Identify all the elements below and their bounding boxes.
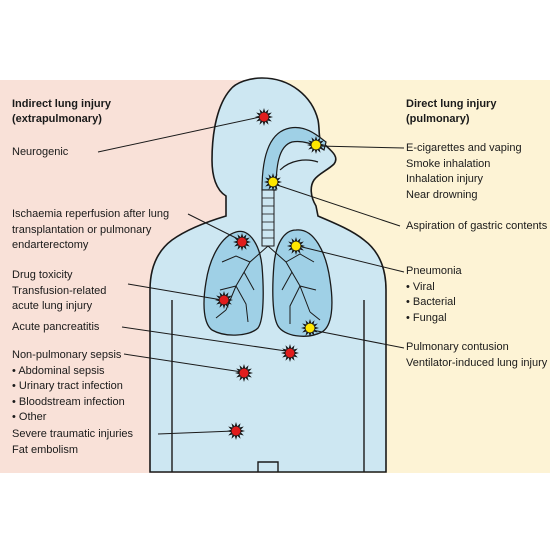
sepsis-label: Non-pulmonary sepsis Abdominal sepsis Ur… [12, 348, 125, 426]
injury-markers [215, 108, 325, 440]
contusion-line-1: Pulmonary contusion [406, 341, 509, 353]
trauma-label: Severe traumatic injuries Fat embolism [12, 427, 133, 458]
sepsis-item: Bloodstream infection [12, 395, 125, 411]
neurogenic-label: Neurogenic [12, 146, 69, 158]
ischaemia-line-1: Ischaemia reperfusion after lung [12, 208, 170, 220]
pneumonia-item: Fungal [406, 311, 462, 327]
sepsis-item: Other [12, 410, 125, 426]
injury-marker-aspiration [268, 177, 278, 187]
direct-title: Direct lung injury [406, 98, 497, 110]
drug-line-3: acute lung injury [12, 300, 93, 312]
injury-marker-contusion [305, 323, 315, 333]
right-lung [272, 229, 333, 337]
left-lung [203, 230, 264, 336]
sepsis-item: Abdominal sepsis [12, 364, 125, 380]
injury-marker-pneumonia [291, 241, 301, 251]
indirect-title: Indirect lung injury [12, 98, 112, 110]
ischaemia-line-2: transplantation or pulmonary [12, 223, 152, 236]
pneumonia-label: Pneumonia Viral Bacterial Fungal [406, 264, 462, 326]
ischaemia-label: Ischaemia reperfusion after lung transpl… [12, 207, 169, 254]
injury-marker-inhalation [311, 140, 321, 150]
trachea-rings [262, 197, 274, 239]
oral-airway [279, 159, 319, 171]
inhalation-line-4: Near drowning [406, 188, 478, 201]
inhalation-line-1: E-cigarettes and vaping [406, 142, 522, 154]
injury-marker-pancreatitis [285, 348, 295, 358]
injury-marker-drug [219, 295, 229, 305]
inhalation-line-2: Smoke inhalation [406, 157, 491, 170]
trauma-line-2: Fat embolism [12, 443, 79, 456]
leader-lines [97, 116, 405, 435]
contusion-label: Pulmonary contusion Ventilator-induced l… [406, 340, 547, 371]
sepsis-title: Non-pulmonary sepsis [12, 349, 122, 361]
injury-marker-sepsis [239, 368, 249, 378]
drug-toxicity-label: Drug toxicity Transfusion-related acute … [12, 268, 106, 315]
inhalation-line-3: Inhalation injury [406, 173, 484, 185]
inhalation-label: E-cigarettes and vaping Smoke inhalation… [406, 141, 522, 203]
injury-marker-trauma [231, 426, 241, 436]
body-silhouette [149, 77, 387, 473]
indirect-subtitle: (extrapulmonary) [12, 113, 102, 125]
contusion-line-2: Ventilator-induced lung injury [406, 356, 548, 369]
ischaemia-line-3: endarterectomy [12, 239, 89, 251]
pancreatitis-label: Acute pancreatitis [12, 321, 100, 333]
bronchial-tree [215, 245, 321, 324]
injury-marker-neurogenic [259, 112, 269, 122]
drug-line-2: Transfusion-related [12, 284, 107, 297]
direct-subtitle: (pulmonary) [406, 113, 470, 125]
waist-notch [257, 461, 279, 472]
pneumonia-title: Pneumonia [406, 265, 462, 277]
sepsis-item: Urinary tract infection [12, 379, 125, 395]
aspiration-label: Aspiration of gastric contents [406, 220, 548, 232]
trauma-line-1: Severe traumatic injuries [12, 428, 134, 440]
injury-marker-ischaemia [237, 237, 247, 247]
drug-line-1: Drug toxicity [12, 269, 73, 281]
pneumonia-item: Viral [406, 280, 462, 296]
pneumonia-item: Bacterial [406, 295, 462, 311]
